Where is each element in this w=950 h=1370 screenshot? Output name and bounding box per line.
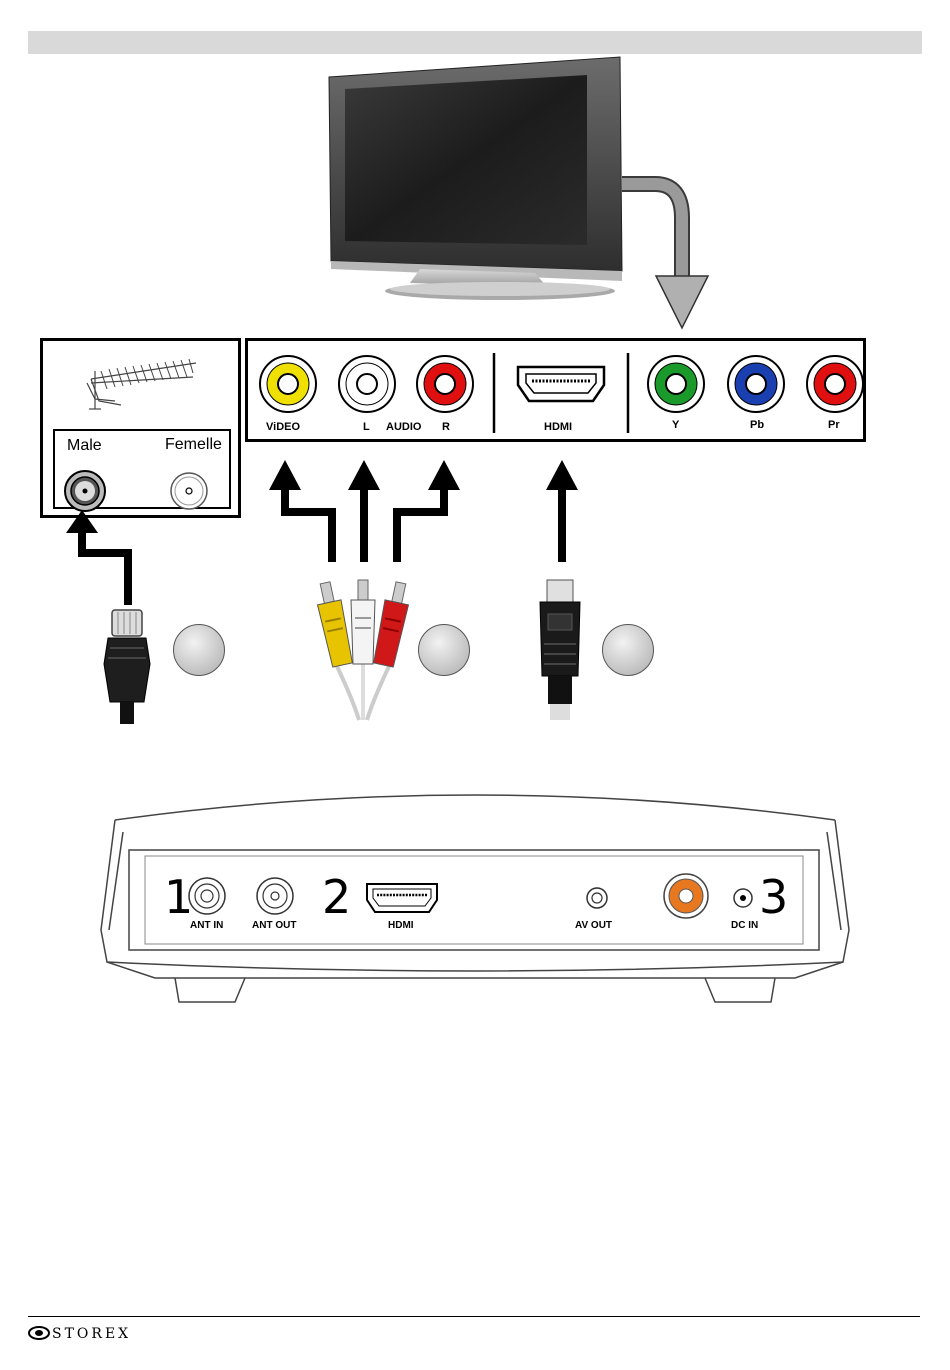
label-device-hdmi: HDMI bbox=[388, 920, 414, 931]
step-badge-2 bbox=[418, 624, 470, 676]
ant-out-port bbox=[257, 878, 293, 914]
ant-in-port bbox=[189, 878, 225, 914]
orange-port bbox=[664, 874, 708, 918]
device-hdmi-port bbox=[367, 884, 437, 912]
coax-plug-icon bbox=[100, 606, 156, 724]
storex-logo-icon bbox=[28, 1325, 50, 1341]
step-number-2: 2 bbox=[322, 874, 351, 920]
step-number-3: 3 bbox=[759, 874, 788, 920]
step-badge-1 bbox=[173, 624, 225, 676]
dc-in-port bbox=[734, 889, 752, 907]
label-av-out: AV OUT bbox=[575, 920, 612, 931]
footer-line bbox=[28, 1316, 920, 1317]
step-number-1: 1 bbox=[164, 874, 193, 920]
footer-brand: STOREX bbox=[52, 1326, 131, 1342]
av-out-port bbox=[587, 888, 607, 908]
label-ant-in: ANT IN bbox=[190, 920, 223, 931]
label-ant-out: ANT OUT bbox=[252, 920, 296, 931]
step-badge-3 bbox=[602, 624, 654, 676]
hdmi-cable-icon bbox=[532, 580, 592, 720]
label-dc-in: DC IN bbox=[731, 920, 758, 931]
device-rear-panel bbox=[95, 780, 855, 1010]
arrow-audio-r bbox=[397, 487, 444, 562]
arrow-video bbox=[285, 487, 332, 562]
rca-cable-icon bbox=[313, 580, 413, 720]
arrow-coax bbox=[82, 530, 128, 605]
